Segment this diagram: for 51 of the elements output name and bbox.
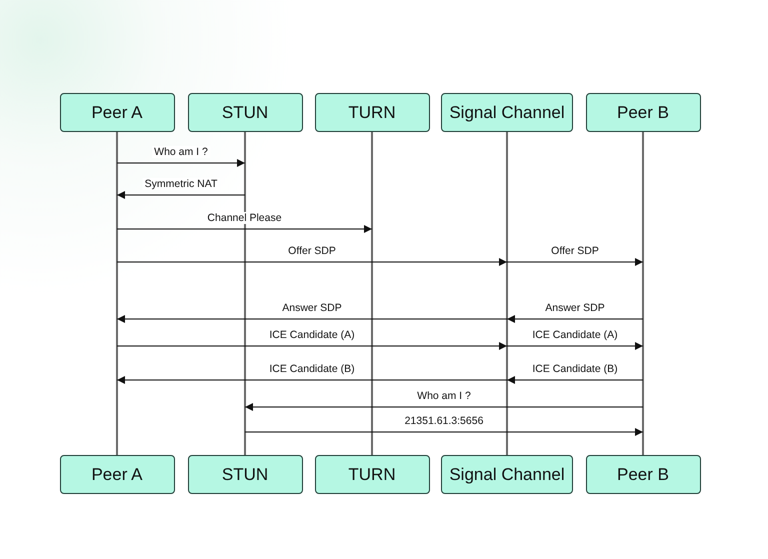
message-arrow (116, 225, 372, 233)
participant-box (441, 93, 573, 132)
message-label: ICE Candidate (B) (267, 363, 357, 375)
message-arrow (244, 403, 644, 411)
message-arrow (116, 342, 508, 350)
participant-name: Signal Channel (449, 464, 565, 484)
message-label: Channel Please (205, 212, 284, 224)
message-arrow (506, 315, 644, 323)
participant-name: Peer B (617, 464, 669, 484)
message-label: ICE Candidate (A) (530, 329, 620, 341)
lifeline (244, 132, 246, 455)
message-arrow (116, 376, 508, 384)
message-label: Answer SDP (280, 302, 344, 314)
lifeline (642, 132, 644, 455)
message-arrow (506, 376, 644, 384)
participant-name: STUN (222, 102, 268, 122)
participant-name: Signal Channel (449, 102, 565, 122)
message-label: Answer SDP (543, 302, 607, 314)
message-label: 21351.61.3:5656 (402, 415, 486, 427)
participant-name: TURN (348, 102, 396, 122)
participant-name: Peer B (617, 102, 669, 122)
participant-box (586, 455, 700, 494)
participant-box (441, 455, 573, 494)
message-label: ICE Candidate (B) (530, 363, 620, 375)
participant-name: STUN (222, 464, 268, 484)
message-label: Who am I ? (152, 146, 210, 158)
lifeline (506, 132, 508, 455)
participant-name: Peer A (91, 102, 143, 122)
participant-box (188, 93, 302, 132)
participant-name: TURN (348, 464, 396, 484)
participant-name: Peer A (91, 464, 143, 484)
message-arrow (116, 315, 508, 323)
lifeline (371, 132, 373, 455)
participant-box (314, 93, 430, 132)
message-label: Offer SDP (549, 245, 601, 257)
message-arrow (116, 191, 246, 199)
participant-box (60, 93, 174, 132)
message-arrow (506, 258, 644, 266)
message-label: Symmetric NAT (142, 178, 220, 190)
participant-box (188, 455, 302, 494)
message-label: Offer SDP (286, 245, 338, 257)
message-label: ICE Candidate (A) (267, 329, 357, 341)
message-label: Who am I ? (415, 390, 473, 402)
participant-box (314, 455, 430, 494)
lifeline (116, 132, 118, 455)
message-arrow (506, 342, 644, 350)
message-arrow (116, 159, 246, 167)
participant-box (60, 455, 174, 494)
participant-box (586, 93, 700, 132)
message-arrow (116, 258, 508, 266)
message-arrow (244, 428, 644, 436)
